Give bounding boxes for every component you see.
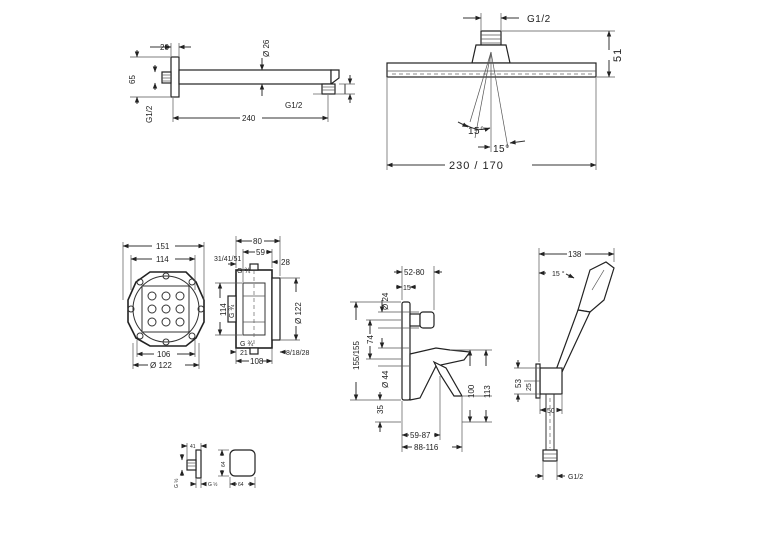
hand-shower-height-b: 25 xyxy=(526,383,533,391)
ibox-side-plaster-guard xyxy=(271,277,281,341)
wall-flange xyxy=(170,56,180,98)
ibox-side-height: 114 xyxy=(219,303,228,316)
mixer-bottom-outer: 88-116 xyxy=(414,443,439,452)
mixer-top-width: 52-80 xyxy=(404,268,425,277)
arm-diameter: Ø 26 xyxy=(262,39,271,57)
outlet-front-cover xyxy=(229,449,256,477)
ibox-bottom-width: 106 xyxy=(157,350,171,359)
hand-shower-width: 138 xyxy=(568,250,582,259)
ibox-side-diameter: Ø 122 xyxy=(294,302,303,324)
ibox-side-right-top: 28 xyxy=(281,258,290,267)
ibox-thread-bottom: G ¾ xyxy=(240,341,253,348)
mixer-right-outer: 113 xyxy=(483,385,492,398)
mixer-left-total: 155/155 xyxy=(352,341,361,370)
shower-arm-drawing: 20 65 G1/2 Ø 26 G1/2 240 xyxy=(128,39,355,123)
overhead-shower-drawing: G1/2 51 15° 15° 230 / 170 xyxy=(386,13,624,172)
mixer-diameter-top: Ø 24 xyxy=(381,292,390,310)
outlet-side-plate xyxy=(195,449,202,479)
ibox-thread-mid: G ¾ xyxy=(229,305,236,318)
mixer-right-inner: 100 xyxy=(467,384,476,398)
mixer-small: 15 xyxy=(403,285,411,292)
arm-height: 65 xyxy=(128,75,137,84)
ibox-mount-lugs xyxy=(127,272,205,346)
mixer-lever-handle xyxy=(409,347,472,401)
wall-outlet-drawing: 41 G ½ G ½ 64 64 xyxy=(173,443,256,488)
mixer-stop-valve-knob xyxy=(419,311,435,329)
outlet-right: 64 xyxy=(221,461,227,467)
mixer-spout xyxy=(432,360,464,397)
arm-thread-right: G1/2 xyxy=(285,101,303,110)
mixer-diameter-mid: Ø 44 xyxy=(381,370,390,388)
hand-shower-drawing: 138 15 ° 53 25 50 G1/2 xyxy=(514,248,615,481)
ibox-round-body xyxy=(132,275,200,343)
ibox-side-bottom-small: 21 xyxy=(240,350,248,357)
ibox-front-diameter: Ø 122 xyxy=(150,361,172,370)
ibox-inner-width: 114 xyxy=(156,255,169,264)
arm-elbow xyxy=(330,69,340,86)
outlet-side-nipple xyxy=(186,459,197,471)
ibox-outer-width: 151 xyxy=(156,242,170,251)
mixer-left-mid: 74 xyxy=(366,335,375,344)
hand-shower-height-a: 53 xyxy=(514,379,523,388)
hose-connector xyxy=(542,449,558,462)
hand-shower-holder xyxy=(539,367,563,395)
outlet-top: 41 xyxy=(190,444,196,450)
mixer-stop-valve-stem xyxy=(409,313,421,327)
ibox-side-right-bottom: 8/18/28 xyxy=(286,350,309,357)
ibox-front-drawing: 151 114 106 Ø 122 xyxy=(122,242,205,370)
overhead-height: 51 xyxy=(612,48,624,62)
outlet-bottom-b: 64 xyxy=(238,482,244,488)
hand-shower-angle: 15 ° xyxy=(552,270,565,278)
ibox-side-top-width: 80 xyxy=(253,237,262,246)
mixer-left-bottom: 35 xyxy=(376,405,385,414)
arm-outlet-nut xyxy=(321,83,336,95)
overhead-angle-b: 15° xyxy=(493,144,510,155)
ibox-octagon-frame xyxy=(127,271,205,347)
ibox-side-flange xyxy=(227,295,237,323)
arm-flange-width: 20 xyxy=(160,43,169,52)
ibox-side-depth-range: 31/41/51 xyxy=(214,256,241,263)
ibox-port-grid xyxy=(147,291,185,327)
mixer-drawing: 52-80 15 Ø 24 155/155 74 Ø 44 35 100 xyxy=(350,266,492,452)
ibox-side-bottom-width: 108 xyxy=(250,357,264,366)
ibox-thread-top: G ¾ xyxy=(237,268,250,275)
ibox-side-sub-width: 59 xyxy=(256,248,265,257)
overhead-width: 230 / 170 xyxy=(449,160,504,172)
mixer-bottom-inner: 59-87 xyxy=(410,431,431,440)
overhead-thread: G1/2 xyxy=(527,14,551,25)
hand-shower-handle xyxy=(555,309,591,373)
arm-thread-left: G1/2 xyxy=(145,105,154,123)
ibox-inner-square xyxy=(141,285,190,333)
shower-head-body xyxy=(386,62,597,78)
arm-length: 240 xyxy=(242,114,256,123)
outlet-thread-side: G ½ xyxy=(173,478,180,488)
overhead-angle-a: 15° xyxy=(468,126,485,137)
arm-thread-stub xyxy=(161,71,172,84)
hand-shower-thread: G1/2 xyxy=(568,474,583,481)
arm-tube xyxy=(178,69,332,85)
outlet-bottom-a: G ½ xyxy=(208,481,218,488)
hand-shower-head xyxy=(577,261,615,313)
hand-shower-bracket: 50 xyxy=(547,408,555,415)
mixer-trim-plate xyxy=(401,301,411,401)
ibox-side-drawing: 80 59 31/41/51 28 G ¾ G ¾ G ¾ 114 Ø 122 … xyxy=(214,236,309,366)
